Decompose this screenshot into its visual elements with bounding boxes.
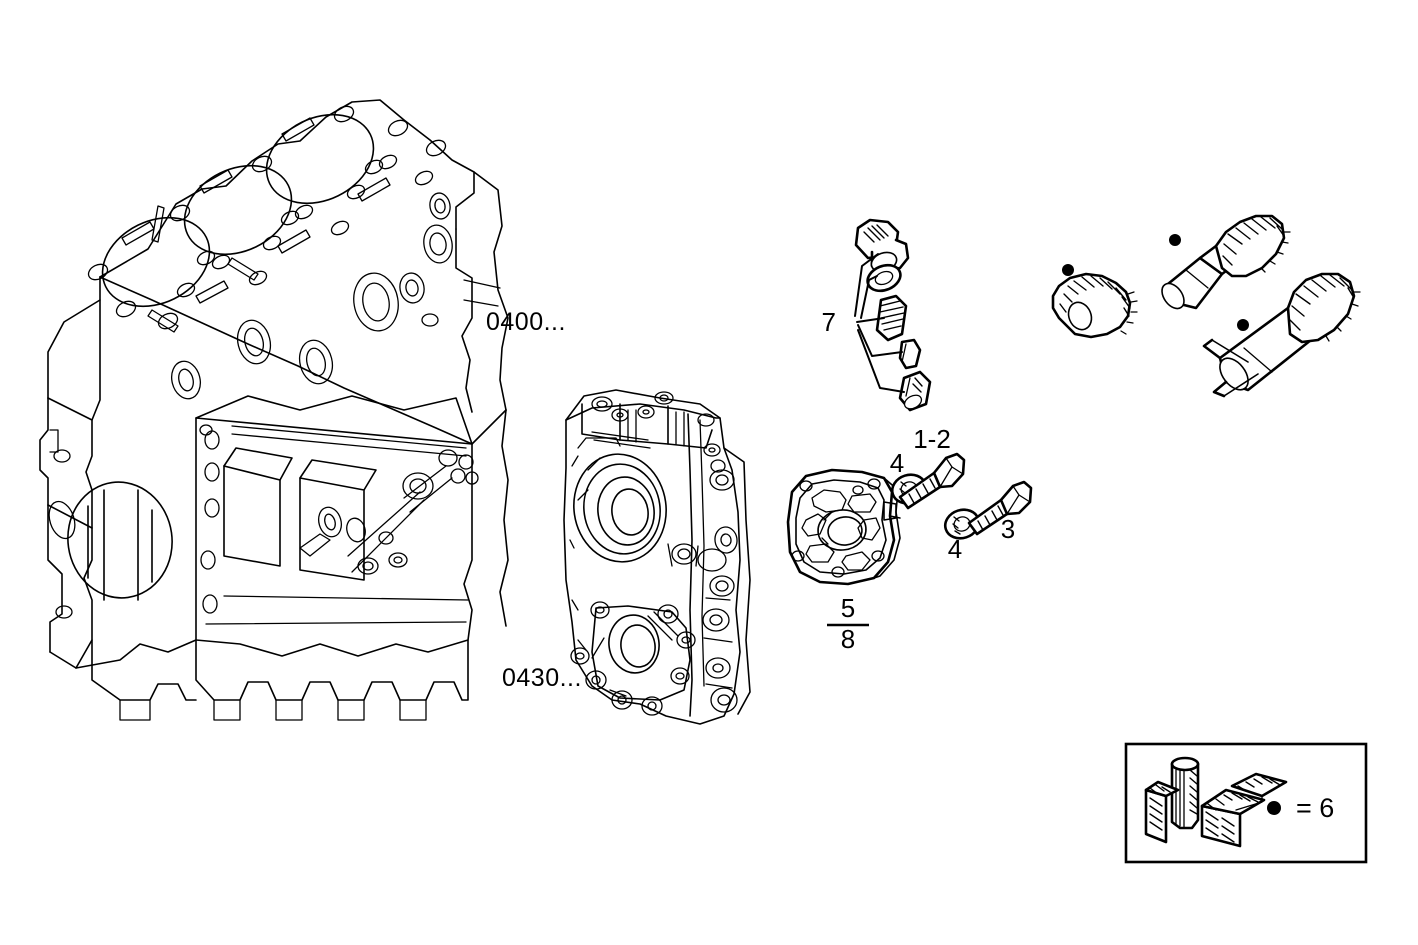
cover-plate	[786, 468, 901, 586]
callout-item-4-upper: 4	[890, 448, 904, 478]
crankcase-block	[39, 99, 509, 721]
shaft-gear-upper	[1161, 214, 1291, 310]
timing-gear-housing	[563, 389, 751, 725]
spring-pin	[875, 294, 908, 342]
seal-ring	[866, 263, 902, 293]
shaft-gear-lower	[1202, 272, 1361, 398]
bolt-lower	[967, 480, 1033, 536]
dot-marker-shaft-lower	[1237, 319, 1249, 331]
dowel-bush	[898, 370, 932, 412]
legend-equals-value: = 6	[1296, 793, 1334, 823]
callout-item-5-over-8: 5 8	[827, 593, 869, 654]
dot-marker-idler-gear	[1062, 264, 1074, 276]
callout-numerator-5: 5	[841, 593, 855, 623]
assembly-label-crankcase: 0400...	[486, 308, 566, 336]
legend-dot-symbol	[1267, 801, 1281, 815]
legend-box: = 6	[1124, 742, 1368, 864]
bolt-upper	[898, 452, 966, 510]
idler-gear	[1051, 272, 1138, 339]
plug-seal-kit-7	[854, 218, 932, 412]
dowel-pin-small	[898, 338, 922, 370]
callout-item-1-2: 1-2	[913, 424, 951, 454]
assembly-label-timing-gear-housing: 0430...	[502, 664, 582, 692]
callout-item-4-lower: 4	[948, 534, 962, 564]
callout-denominator-8: 8	[841, 624, 855, 654]
callout-item-7: 7	[822, 307, 836, 337]
dot-marker-shaft-upper	[1169, 234, 1181, 246]
callout-item-3: 3	[1001, 514, 1015, 544]
hatched-blocks-icon	[1144, 756, 1288, 848]
